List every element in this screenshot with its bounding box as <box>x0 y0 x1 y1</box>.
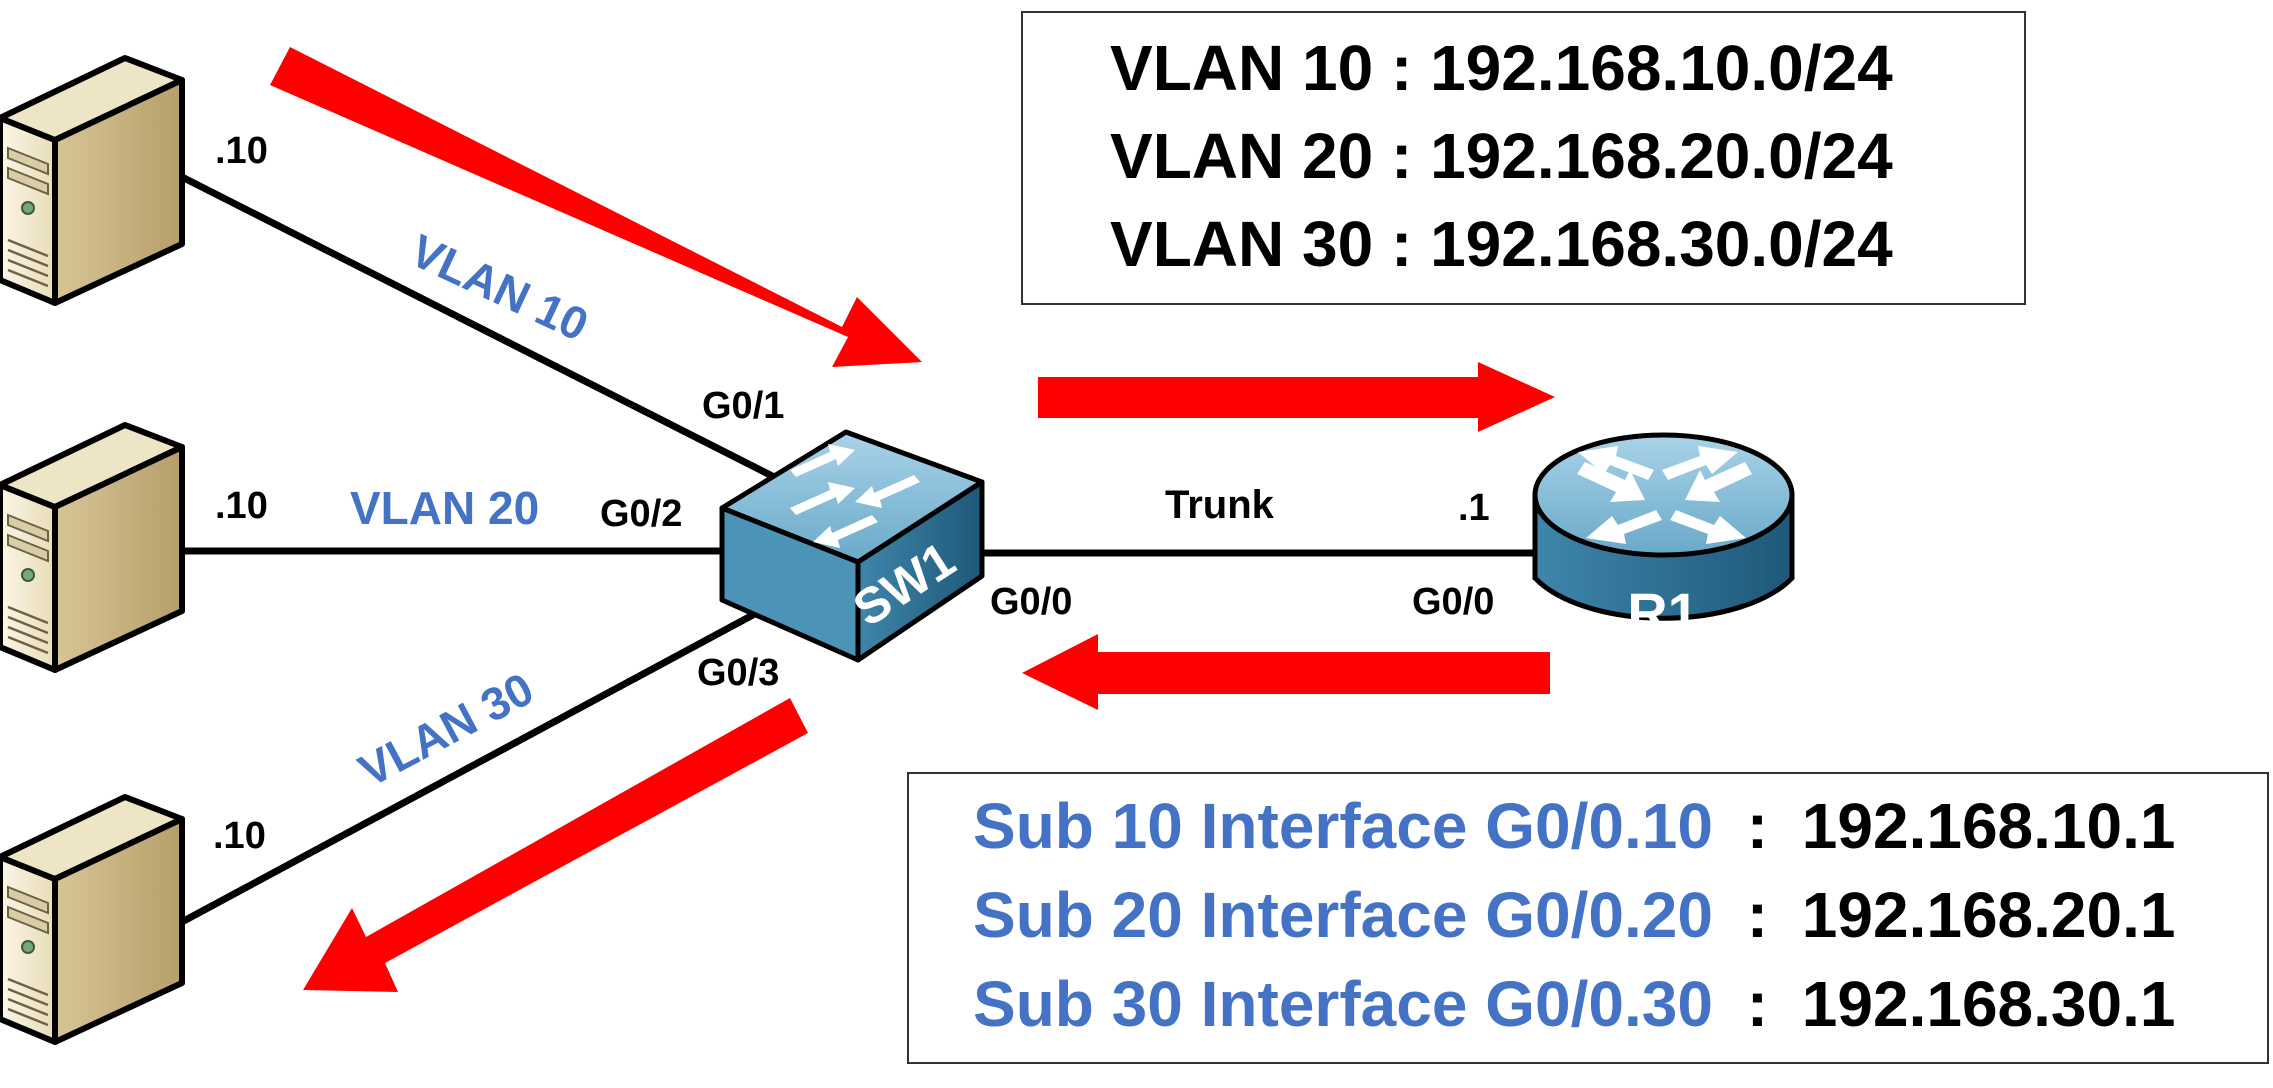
host1-ip: .10 <box>215 130 268 172</box>
trunk-label: Trunk <box>1165 483 1275 527</box>
port-g0-1-label: G0/1 <box>702 385 784 427</box>
subinterface-separator: : <box>1747 968 1768 1040</box>
server-icon <box>0 797 182 1042</box>
subinterface-separator: : <box>1747 879 1768 951</box>
link-host3-sw1 <box>178 591 792 927</box>
arrow-down-right-icon <box>270 47 922 367</box>
arrow-right-icon <box>1038 362 1555 432</box>
subinterface-line: Sub 10 Interface G0/0.10 : 192.168.10.1 <box>973 790 2175 862</box>
subnet-line: VLAN 20 : 192.168.20.0/24 <box>1110 120 1893 192</box>
subnets-box: VLAN 10 : 192.168.10.0/24 VLAN 20 : 192.… <box>1021 11 2026 305</box>
arrow-down-left-icon <box>303 698 808 992</box>
router-name: R1 <box>1627 581 1699 644</box>
vlan20-label: VLAN 20 <box>350 482 539 534</box>
port-g0-3-label: G0/3 <box>697 652 779 694</box>
router-icon: R1 <box>1532 432 1795 644</box>
traffic-arrows <box>270 47 1555 992</box>
host3-ip: .10 <box>213 815 266 857</box>
r1-port-label: G0/0 <box>1412 581 1494 623</box>
sw1-uplink-port-label: G0/0 <box>990 581 1072 623</box>
links <box>178 172 1545 927</box>
subinterface-line: Sub 20 Interface G0/0.20 : 192.168.20.1 <box>973 879 2175 951</box>
subinterface-ip: 192.168.20.1 <box>1802 879 2176 951</box>
host2-ip: .10 <box>215 485 268 527</box>
link-host1-sw1 <box>178 172 792 489</box>
subnet-line: VLAN 30 : 192.168.30.0/24 <box>1110 208 1893 280</box>
subinterface-name: Sub 30 Interface G0/0.30 <box>973 968 1713 1040</box>
server-icon <box>0 425 182 670</box>
server-icon <box>0 58 182 303</box>
switch-icon: SW1 <box>719 429 985 663</box>
subinterface-ip: 192.168.30.1 <box>1802 968 2176 1040</box>
arrow-left-icon <box>1022 634 1550 710</box>
r1-ip-label: .1 <box>1458 487 1490 529</box>
subinterface-name: Sub 20 Interface G0/0.20 <box>973 879 1713 951</box>
subinterfaces-box: Sub 10 Interface G0/0.10 : 192.168.10.1 … <box>907 772 2269 1064</box>
subnet-line: VLAN 10 : 192.168.10.0/24 <box>1110 32 1893 104</box>
subinterface-line: Sub 30 Interface G0/0.30 : 192.168.30.1 <box>973 968 2175 1040</box>
subinterface-name: Sub 10 Interface G0/0.10 <box>973 790 1713 862</box>
subinterface-separator: : <box>1747 790 1768 862</box>
port-g0-2-label: G0/2 <box>600 493 682 535</box>
vlan10-label: VLAN 10 <box>403 224 596 351</box>
subinterface-ip: 192.168.10.1 <box>1802 790 2176 862</box>
